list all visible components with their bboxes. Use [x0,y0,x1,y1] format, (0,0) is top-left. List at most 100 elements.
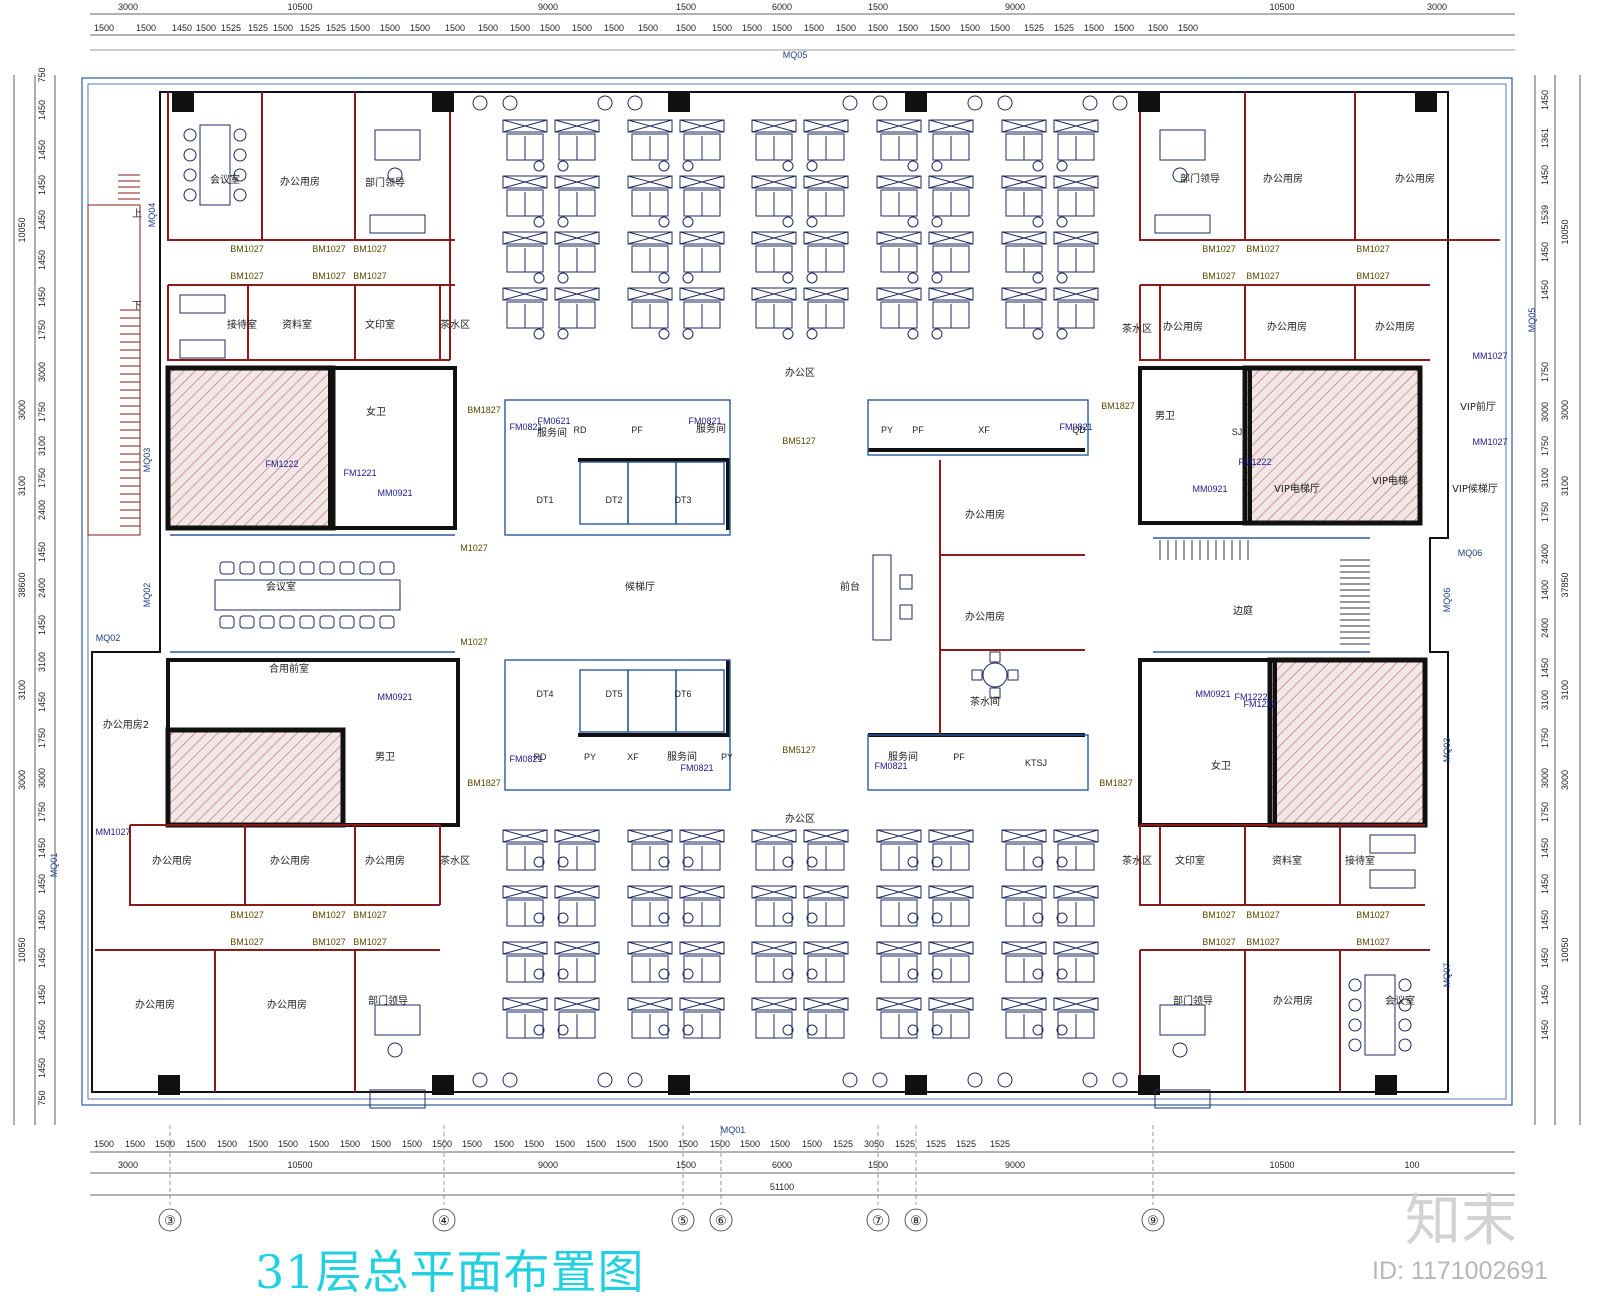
leader-desk [374,129,421,161]
room-label-office-r2: 办公用房 [1267,320,1307,333]
dim-left: 3100 [37,436,47,456]
dim-top-total: 9000 [1005,2,1025,12]
meeting-table [1364,974,1396,1056]
dim-bottom-sub: 1525 [895,1139,915,1149]
dim-right: 3000 [1540,768,1550,788]
axis-bubble: ⑤ [671,1208,695,1232]
room-label-office-bl5: 办公用房 [267,998,307,1011]
room-label-front-desk: 前台 [840,580,860,593]
curtain-wall-tag: MQ07 [1442,963,1452,988]
dim-left: 1450 [37,948,47,968]
dim-left-total: 3100 [17,680,27,700]
room-label-vip-wait: VIP候梯厅 [1452,482,1498,495]
room-label-office-bl1: 办公用房 [152,854,192,867]
dim-top-total: 3000 [118,2,138,12]
dim-right: 2400 [1540,618,1550,638]
dim-right: 3000 [1540,402,1550,422]
curtain-wall-tag: MQ06 [1442,588,1452,613]
dim-bottom-sub: 1500 [155,1139,175,1149]
door-tag: BM1027 [353,244,387,254]
dim-top-sub: 1500 [478,23,498,33]
dim-left: 1750 [37,402,47,422]
dim-bottom-sub: 1500 [586,1139,606,1149]
dim-top-sub: 1500 [804,23,824,33]
dim-bottom-total: 9000 [538,1160,558,1170]
dim-left-total: 3100 [17,476,27,496]
dim-right: 1539 [1540,205,1550,225]
door-tag: BM1027 [312,271,346,281]
dim-top-sub: 1500 [380,23,400,33]
dim-top-sub: 1500 [1178,23,1198,33]
room-label-archive-l: 资料室 [282,318,312,331]
room-label-office-area-n: 办公区 [785,366,815,379]
door-tag: M1027 [460,543,488,553]
door-tag: BM1027 [312,937,346,947]
room-label-office2: 办公用房2 [103,718,149,731]
shaft-label: SJ [1232,427,1243,437]
drawing-title: 31层总平面布置图 [255,1245,645,1299]
dim-top-sub: 1500 [604,23,624,33]
drawing-id: ID: 1171002691 [1372,1257,1549,1285]
room-label-office-tr1: 办公用房 [1263,172,1303,185]
dim-top-sub: 1500 [898,23,918,33]
dim-bottom-sub: 1500 [770,1139,790,1149]
room-label-office-bl3: 办公用房 [365,854,405,867]
sofa [179,339,226,359]
dim-bottom-total: 3000 [118,1160,138,1170]
curtain-wall-tag: MQ01 [49,853,59,878]
dim-bottom-sub: 1500 [678,1139,698,1149]
dim-top-sub: 1500 [445,23,465,33]
door-tag: BM1027 [1356,244,1390,254]
dim-left: 3100 [37,652,47,672]
dim-right: 1450 [1540,280,1550,300]
room-label-service-4: 服务间 [888,750,918,763]
dim-right: 1450 [1540,910,1550,930]
room-label-men-l: 男卫 [375,751,395,763]
door-tag: BM1827 [1101,401,1135,411]
door-tag: FM0821 [680,763,713,773]
dim-left: 1750 [37,468,47,488]
dim-bottom-sub: 3050 [864,1139,884,1149]
room-label-meeting-tl: 会议室 [210,173,240,186]
dim-right-total: 10050 [1560,937,1570,962]
shaft-label: PF [912,425,924,435]
axis-bubble: ⑥ [709,1208,733,1232]
door-tag: MM0921 [377,692,412,702]
room-label-service-1: 服务间 [537,426,567,439]
dim-top-sub: 1500 [510,23,530,33]
room-label-leader-tl: 部门领导 [365,176,405,189]
dim-bottom-overall: 51100 [770,1182,794,1192]
door-tag: FM0821 [1059,422,1092,432]
room-label-men-r: 男卫 [1155,410,1175,422]
dim-left: 1450 [37,210,47,230]
workstation-cluster [627,829,725,1039]
door-tag: BM1027 [230,937,264,947]
dim-left-total: 3000 [17,400,27,420]
workstation-cluster [1001,119,1099,340]
dim-top-sub: 1500 [1114,23,1134,33]
axis-label: ⑦ [872,1213,884,1228]
door-tag: BM1027 [353,910,387,920]
door-tag: FM1222 [265,459,298,469]
room-label-office-r1: 办公用房 [1163,320,1203,333]
door-tag: FM1221 [343,468,376,478]
door-tag: FM0821 [509,754,542,764]
dim-left-total: 10050 [17,217,27,242]
dim-right-total: 3000 [1560,400,1570,420]
door-tag: BM1027 [1246,937,1280,947]
workstation-cluster [502,829,600,1039]
dim-top-sub: 1500 [772,23,792,33]
curtain-wall-tag: MQ05 [783,50,808,60]
door-tag: BM1027 [1246,271,1280,281]
curtain-wall-tag: MQ02 [96,633,121,643]
dim-left: 750 [37,67,47,82]
leader-desk [1159,1004,1206,1036]
dim-top-total: 6000 [772,2,792,12]
door-tag: MM1027 [1472,437,1507,447]
front-desk [872,554,892,641]
room-label-office-area-s: 办公区 [785,812,815,825]
dim-bottom-total: 9000 [1005,1160,1025,1170]
shaft-label: RD [574,425,587,435]
hatched-cores [165,365,1428,828]
